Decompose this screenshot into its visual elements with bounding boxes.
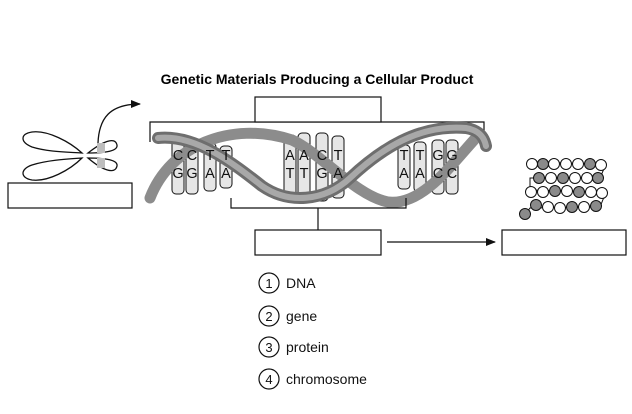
base-letter: A (399, 166, 409, 182)
base-letter: C (317, 148, 327, 164)
base-letters-group-1: C C T T G G A A (172, 148, 231, 182)
base-letter: T (206, 148, 215, 164)
option-number-circle (258, 336, 280, 358)
base-letter: A (205, 166, 215, 182)
base-letter: A (333, 166, 343, 182)
gene-bracket (230, 198, 407, 230)
base-letter: A (285, 148, 295, 164)
base-letter: G (446, 148, 457, 164)
base-letter: T (400, 148, 409, 164)
option-number: 2 (265, 309, 272, 324)
base-letter: T (300, 166, 309, 182)
base-letter: T (286, 166, 295, 182)
gene-label-box[interactable] (254, 229, 382, 256)
base-letter: G (186, 166, 197, 182)
protein-chain-icon (519, 158, 608, 220)
option-number-circle (258, 305, 280, 327)
base-letter: G (172, 166, 183, 182)
option-label: DNA (286, 275, 316, 291)
option-2[interactable]: 2 gene (258, 305, 317, 327)
base-letter: C (187, 148, 197, 164)
base-letter: C (173, 148, 183, 164)
option-label: chromosome (286, 371, 367, 387)
dna-label-box[interactable] (254, 96, 382, 123)
dna-strand-front-highlight (155, 124, 489, 201)
chromosome-label-box[interactable] (7, 182, 133, 209)
option-number: 1 (265, 276, 272, 291)
option-1[interactable]: 1 DNA (258, 272, 316, 294)
base-letter: A (221, 166, 231, 182)
option-label: protein (286, 339, 329, 355)
base-letter: G (316, 166, 327, 182)
base-letter: C (433, 166, 443, 182)
option-number-circle (258, 368, 280, 390)
base-letter: C (447, 166, 457, 182)
option-label: gene (286, 308, 317, 324)
chromosome-to-dna-arrow (97, 100, 141, 144)
base-letter: G (432, 148, 443, 164)
chromosome-icon (22, 131, 118, 181)
base-letter: T (334, 148, 343, 164)
base-letter: A (415, 166, 425, 182)
base-pair-rungs (171, 132, 459, 202)
option-number: 3 (265, 340, 272, 355)
protein-label-box[interactable] (501, 229, 627, 256)
option-3[interactable]: 3 protein (258, 336, 329, 358)
option-number-circle (258, 272, 280, 294)
base-letters-group-3: T T G G A A C C (399, 148, 457, 182)
option-number: 4 (265, 372, 272, 387)
base-letter: A (299, 148, 309, 164)
base-letter: T (416, 148, 425, 164)
diagram-title: Genetic Materials Producing a Cellular P… (161, 71, 474, 87)
option-4[interactable]: 4 chromosome (258, 368, 367, 390)
base-letter: T (222, 148, 231, 164)
base-letters-group-2: A A C T T T G A (285, 148, 343, 182)
